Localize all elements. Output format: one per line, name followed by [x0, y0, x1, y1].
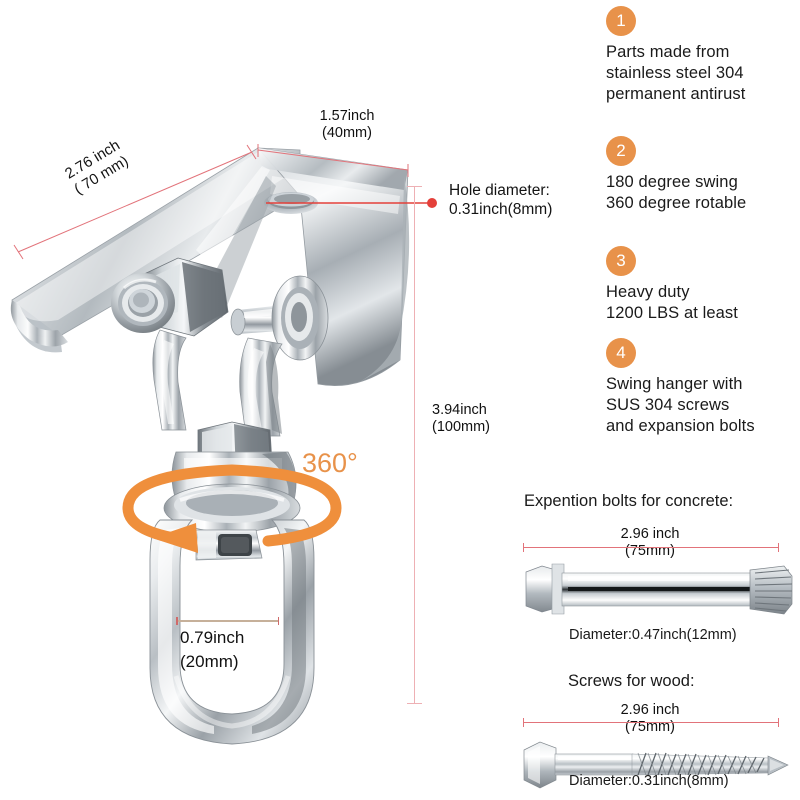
feature-item-1: 1 Parts made from stainless steel 304 pe…	[606, 6, 800, 105]
rotation-arrow-icon	[122, 464, 342, 553]
wood-screw-length-label: 2.96 inch (75mm)	[620, 702, 680, 735]
feature-item-2: 2 180 degree swing 360 degree rotable	[606, 136, 800, 214]
expansion-bolt-length-label: 2.96 inch (75mm)	[620, 526, 680, 559]
feature-badge-1: 1	[606, 6, 636, 36]
hole-diameter-leader-line	[266, 198, 437, 208]
feature-text-1: Parts made from stainless steel 304 perm…	[606, 43, 746, 103]
dimension-depth-line	[13, 144, 257, 260]
hole-diameter-callout: Hole diameter: 0.31inch(8mm)	[449, 182, 553, 218]
wood-screw-title: Screws for wood:	[568, 672, 695, 690]
dimension-height-label: 3.94inch (100mm)	[432, 402, 491, 435]
dimension-ring-label: 0.79inch (20mm)	[180, 628, 245, 671]
feature-text-4: Swing hanger with SUS 304 screws and exp…	[606, 375, 755, 435]
feature-item-3: 3 Heavy duty 1200 LBS at least	[606, 246, 800, 324]
feature-badge-2: 2	[606, 136, 636, 166]
feature-badge-4: 4	[606, 338, 636, 368]
expansion-bolt-length-line	[523, 543, 779, 552]
dimension-width-label: 1.57inch (40mm)	[319, 108, 375, 141]
dimension-ring-line	[176, 617, 279, 624]
expansion-bolt-title: Expention bolts for concrete:	[524, 492, 734, 510]
rotation-degree-label: 360°	[302, 448, 358, 478]
dimension-height-line	[407, 186, 422, 704]
swing-hanger-bracket-icon	[10, 147, 410, 745]
expansion-bolt-icon	[525, 563, 793, 615]
feature-item-4: 4 Swing hanger with SUS 304 screws and e…	[606, 338, 800, 437]
dimension-width-line	[257, 144, 409, 177]
feature-badge-3: 3	[606, 246, 636, 276]
wood-screw-diameter-label: Diameter:0.31inch(8mm)	[569, 773, 729, 789]
feature-text-3: Heavy duty 1200 LBS at least	[606, 283, 738, 322]
wood-screw-icon	[523, 741, 789, 789]
expansion-bolt-diameter-label: Diameter:0.47inch(12mm)	[569, 627, 737, 643]
wood-screw-length-line	[523, 718, 779, 727]
feature-text-2: 180 degree swing 360 degree rotable	[606, 173, 747, 212]
